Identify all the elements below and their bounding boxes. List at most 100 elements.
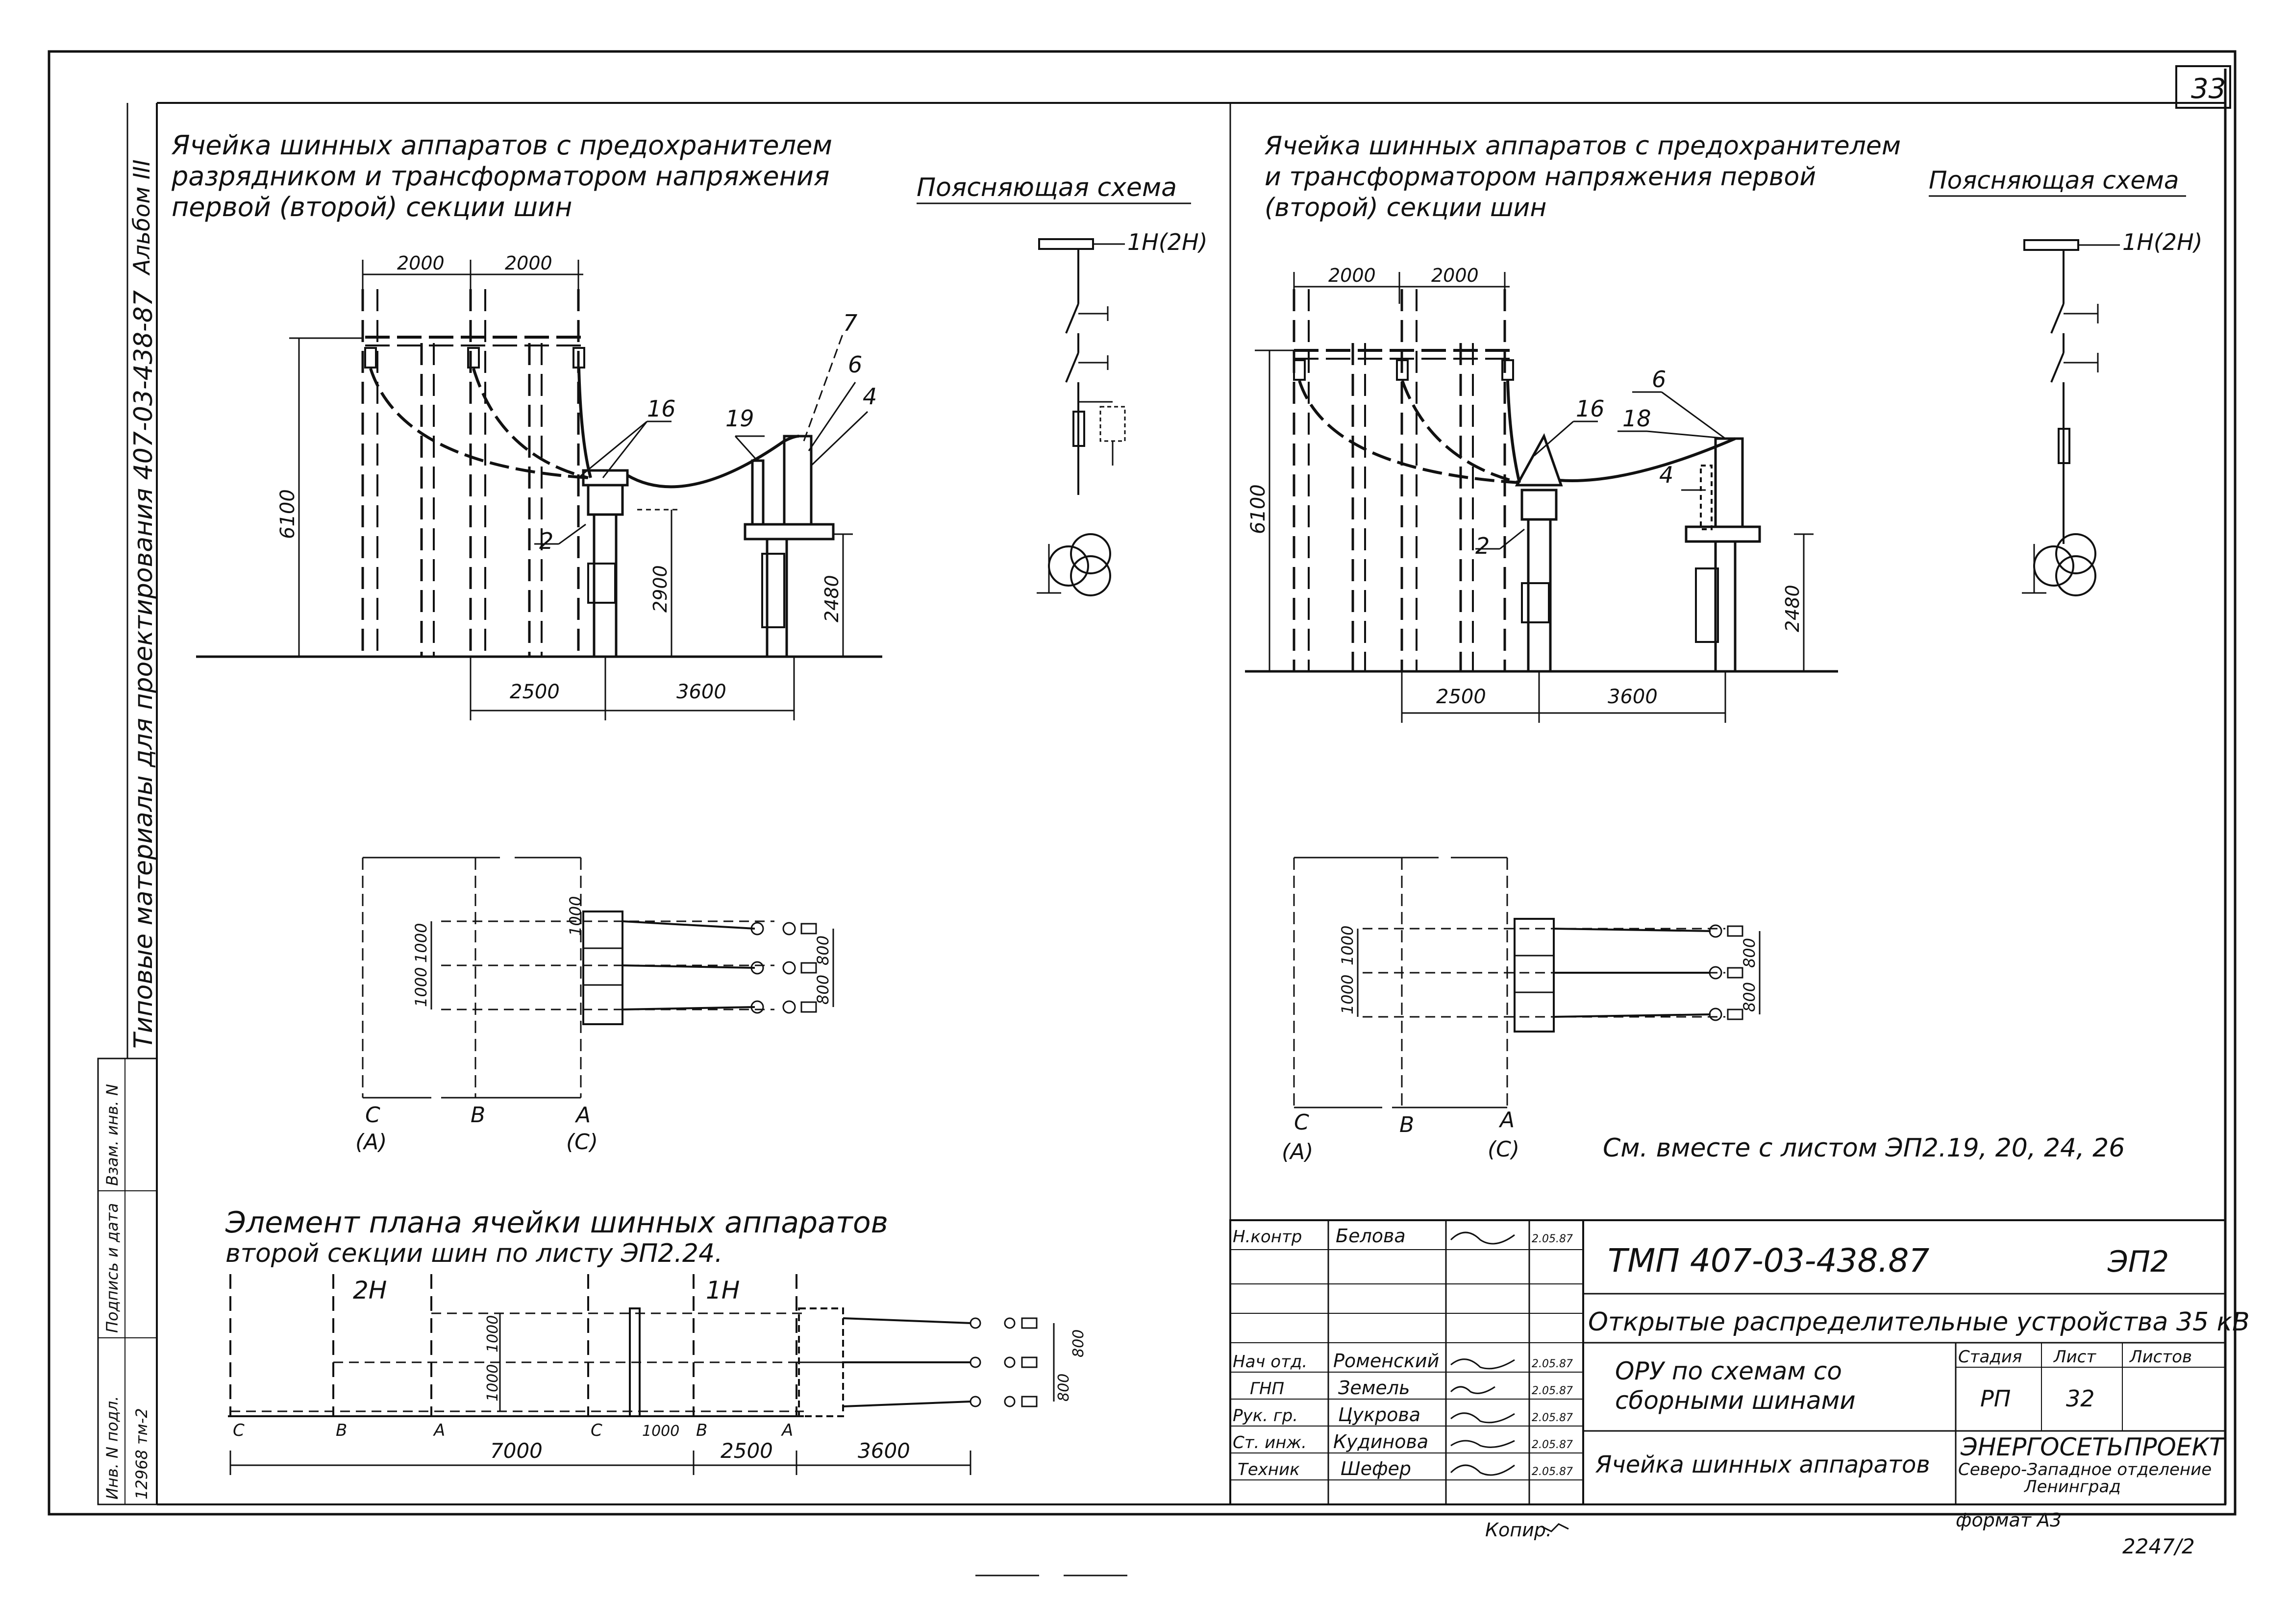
left-axis-c-sub: (A) xyxy=(355,1130,387,1155)
footer-archive: 2247/2 xyxy=(2122,1534,2195,1558)
element-dim-1000-a: 1000 xyxy=(642,1423,679,1440)
element-axis-c1: C xyxy=(233,1421,245,1440)
left-plan-dim-5: 800 xyxy=(814,975,832,1005)
tb-stage-value: РП xyxy=(1980,1385,2011,1412)
left-dim-2480: 2480 xyxy=(821,575,843,622)
left-title-line-1: Ячейка шинных аппаратов с предохранителе… xyxy=(171,130,832,161)
element-dim-3600: 3600 xyxy=(858,1439,910,1463)
tb-doc-sheet: ЭП2 xyxy=(2107,1245,2169,1279)
left-plan-dim-2: 1000 xyxy=(412,967,430,1007)
left-elevation: 16 19 7 6 4 2 2000 2000 6100 2900 2480 xyxy=(196,252,882,720)
right-title-line-3: (второй) секции шин xyxy=(1265,193,1546,222)
left-axis-a: A xyxy=(574,1103,591,1128)
right-dim-2480: 2480 xyxy=(1782,585,1803,632)
tb-project: Открытые распределительные устройства 35… xyxy=(1588,1307,2250,1337)
tb-drawing-name: Ячейка шинных аппаратов xyxy=(1595,1451,1930,1478)
tb-role-1: Н.контр xyxy=(1233,1227,1302,1247)
element-dim-1000-c: 1000 xyxy=(484,1364,501,1402)
tb-name-6: Земель xyxy=(1338,1377,1410,1399)
tb-doc-code: ТМП 407-03-438.87 xyxy=(1608,1242,1929,1280)
left-callout-19: 19 xyxy=(725,405,754,432)
right-dim-top-2: 2000 xyxy=(1431,265,1479,286)
tb-date-6: 2.05.87 xyxy=(1532,1385,1573,1397)
signatures xyxy=(1450,1231,1515,1476)
tb-date-1: 2.05.87 xyxy=(1532,1233,1573,1245)
stamp-label-replace: Взам. инв. N xyxy=(103,1084,122,1186)
tb-org-line-2: Северо-Западное отделение xyxy=(1958,1460,2212,1479)
stamp-label-sign: Подпись и дата xyxy=(103,1203,122,1333)
left-dim-bottom-2: 3600 xyxy=(676,681,726,703)
right-elevation: 16 6 18 4 2 2000 2000 6100 2480 2500 360… xyxy=(1245,265,1838,723)
right-schema-title: Поясняющая схема xyxy=(1929,166,2179,195)
element-label-2h: 2Н xyxy=(353,1276,387,1304)
left-dim-top-1: 2000 xyxy=(397,252,445,274)
sheet-number: 33 xyxy=(2191,73,2226,105)
tb-name-1: Белова xyxy=(1336,1225,1406,1247)
right-see-also-note: См. вместе с листом ЭП2.19, 20, 24, 26 xyxy=(1603,1133,2125,1163)
element-label-1h: 1Н xyxy=(706,1276,740,1304)
element-dim-7000: 7000 xyxy=(490,1439,543,1463)
left-schema-label: 1Н(2Н) xyxy=(1127,229,1208,255)
left-schema: Поясняющая схема 1Н(2Н) xyxy=(917,173,1208,596)
element-dim-800-a: 800 xyxy=(1070,1329,1087,1357)
element-title-line-2: второй секции шин по листу ЭП2.24. xyxy=(225,1239,723,1268)
left-axis-a-sub: (C) xyxy=(566,1130,598,1155)
tb-name-7: Цукрова xyxy=(1338,1404,1420,1426)
right-panel: Ячейка шинных аппаратов с предохранителе… xyxy=(1245,131,2203,1164)
series-label: Типовые материалы для проектирования 407… xyxy=(129,290,158,1049)
left-callout-2: 2 xyxy=(539,528,553,554)
left-callout-16: 16 xyxy=(647,395,676,422)
right-dim-bottom-1: 2500 xyxy=(1436,686,1486,708)
right-callout-6: 6 xyxy=(1652,366,1666,393)
left-axis-b: B xyxy=(471,1103,485,1128)
tb-date-5: 2.05.87 xyxy=(1532,1358,1573,1370)
footer-kopir: Копир. xyxy=(1485,1519,1552,1541)
element-title-line-1: Элемент плана ячейки шинных аппаратов xyxy=(225,1206,888,1240)
right-title-line-1: Ячейка шинных аппаратов с предохранителе… xyxy=(1264,131,1901,161)
element-axis-a2: A xyxy=(781,1421,793,1440)
inventory-number: 12968 тм-2 xyxy=(132,1408,151,1500)
left-title-line-3: первой (второй) секции шин xyxy=(172,192,572,222)
footer-format: формат А3 xyxy=(1956,1509,2062,1531)
element-axis-c2: C xyxy=(591,1421,602,1440)
left-title-line-2: разрядником и трансформатором напряжения xyxy=(171,161,829,192)
tb-role-8: Ст. инж. xyxy=(1233,1433,1307,1452)
tb-org-line-3: Ленинград xyxy=(2023,1477,2121,1497)
right-schema-label: 1Н(2Н) xyxy=(2122,229,2203,255)
tb-stage-header: Стадия xyxy=(1958,1347,2022,1367)
left-dim-2900: 2900 xyxy=(649,565,671,613)
tb-org-line-1: ЭНЕРГОСЕТЬПРОЕКТ xyxy=(1960,1433,2226,1461)
right-dim-top-1: 2000 xyxy=(1328,265,1376,286)
tb-name-9: Шефер xyxy=(1341,1458,1411,1479)
left-dim-bottom-1: 2500 xyxy=(510,681,560,703)
right-axis-a-sub: (C) xyxy=(1488,1137,1519,1162)
album-label: Альбом III xyxy=(128,159,155,276)
left-callout-6: 6 xyxy=(848,351,862,378)
tb-sheet-value: 32 xyxy=(2066,1385,2095,1412)
tb-role-5: Нач отд. xyxy=(1233,1352,1307,1372)
left-schema-title: Поясняющая схема xyxy=(917,173,1177,202)
right-callout-18: 18 xyxy=(1622,405,1651,432)
tb-sheets-header: Листов xyxy=(2129,1347,2192,1367)
tb-role-9: Техник xyxy=(1238,1460,1300,1479)
left-panel: Ячейка шинных аппаратов с предохранителе… xyxy=(171,130,1208,1475)
right-callout-2: 2 xyxy=(1475,533,1490,559)
side-strip: Альбом III Типовые материалы для проекти… xyxy=(97,103,158,1505)
right-axis-b: B xyxy=(1399,1112,1414,1137)
left-plan-dim-3: 1000 xyxy=(566,896,585,936)
left-axis-c: C xyxy=(365,1103,380,1128)
left-dim-height: 6100 xyxy=(276,489,299,539)
right-axis-c: C xyxy=(1294,1110,1309,1135)
tb-subject-line-2: сборными шинами xyxy=(1615,1386,1856,1415)
right-plan-dim-2: 1000 xyxy=(1338,975,1357,1014)
element-dim-2500: 2500 xyxy=(721,1439,773,1463)
tb-role-6: ГНП xyxy=(1250,1379,1284,1399)
right-axis-c-sub: (A) xyxy=(1282,1139,1313,1164)
tb-role-7: Рук. гр. xyxy=(1233,1406,1298,1426)
tb-date-8: 2.05.87 xyxy=(1532,1439,1573,1451)
stamp-label-inv: Инв. N подл. xyxy=(103,1396,122,1500)
right-plan-dim-4: 800 xyxy=(1740,982,1759,1012)
right-schema: Поясняющая схема 1Н(2Н) xyxy=(1929,166,2203,596)
tb-date-9: 2.05.87 xyxy=(1532,1466,1573,1478)
